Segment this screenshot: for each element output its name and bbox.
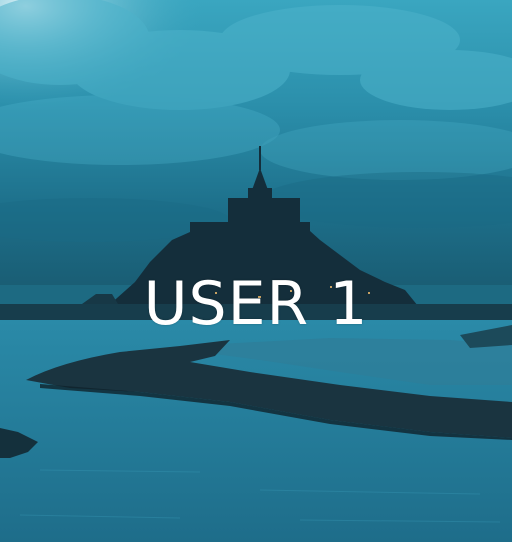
- small-island: [82, 294, 118, 304]
- town-lights: [215, 286, 370, 298]
- water-ripples: [19, 469, 501, 523]
- right-rocks: [460, 325, 512, 348]
- stone-causeway: [26, 340, 512, 438]
- far-shore: [0, 304, 512, 322]
- sand-flat: [200, 338, 512, 385]
- left-rocks: [0, 428, 38, 458]
- abbey-silhouette: [108, 146, 418, 306]
- causeway-shadow: [40, 384, 512, 440]
- user-name-label: USER 1: [143, 269, 369, 339]
- dark-cloud-bands: [0, 172, 512, 242]
- clouds: [0, 0, 512, 180]
